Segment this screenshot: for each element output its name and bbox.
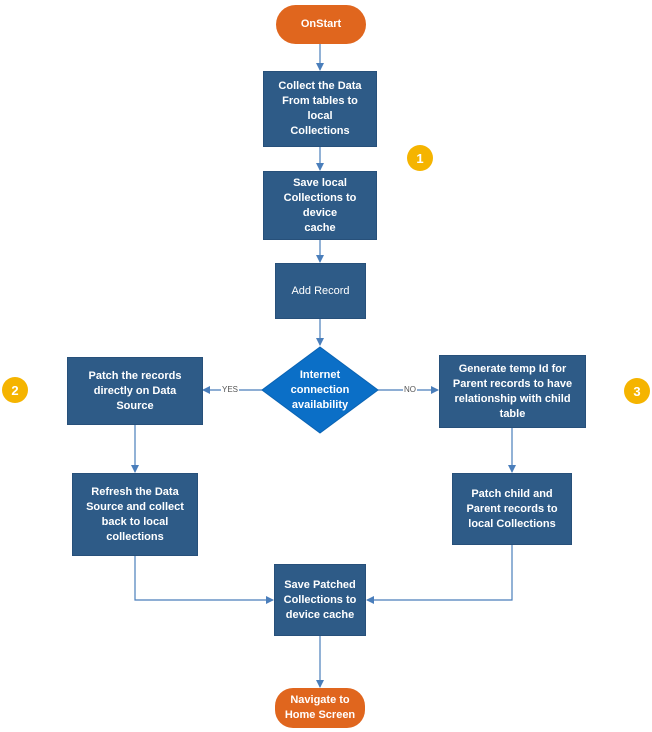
edge-refresh-to-save-patched [134, 556, 274, 604]
step-badge-3: 3 [624, 378, 650, 404]
step-badge-2: 2 [2, 377, 28, 403]
collect-data-box: Collect the Data From tables to local Co… [263, 71, 377, 147]
navigate-home-terminal: Navigate to Home Screen [275, 688, 365, 728]
on-start-terminal: OnStart [276, 5, 366, 44]
no-label: NO [403, 385, 417, 395]
internet-check-decision: Internet connection availability [290, 368, 350, 411]
add-record-box: Add Record [275, 263, 366, 319]
decision-diamond [261, 346, 379, 434]
save-local-cache-box: Save local Collections to device cache [263, 171, 377, 240]
patch-child-parent-box: Patch child and Parent records to local … [452, 473, 572, 545]
patch-records-box: Patch the records directly on Data Sourc… [67, 357, 203, 425]
refresh-data-source-box: Refresh the Data Source and collect back… [72, 473, 198, 556]
edge-patch-child-to-save-patched [366, 545, 513, 604]
step-badge-1: 1 [407, 145, 433, 171]
generate-temp-id-box: Generate temp Id for Parent records to h… [439, 355, 586, 428]
save-patched-box: Save Patched Collections to device cache [274, 564, 366, 636]
yes-label: YES [221, 385, 240, 395]
